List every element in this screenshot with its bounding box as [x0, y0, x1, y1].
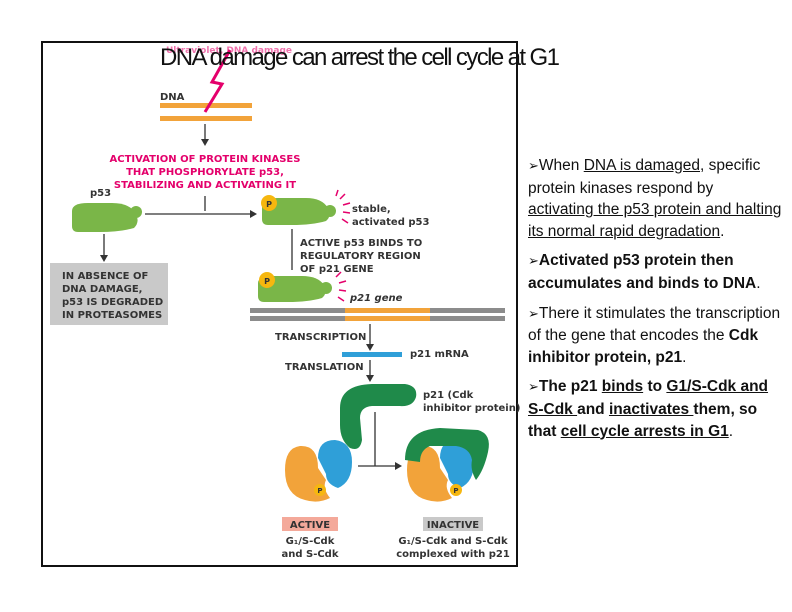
p53-protein — [72, 203, 142, 232]
bullet-arrow-icon: ➢ — [528, 306, 539, 322]
arrowhead-icon — [250, 210, 257, 218]
transcription-label: TRANSCRIPTION — [275, 332, 366, 343]
phospho-label: P — [266, 200, 272, 209]
active-badge — [282, 517, 338, 531]
bound-p53-protein — [258, 272, 332, 302]
active-desc-line1: G₁/S-Cdk — [286, 536, 335, 547]
p53-label: p53 — [90, 188, 111, 199]
p21-label-line2: inhibitor protein) — [423, 403, 520, 414]
p21-protein — [340, 384, 417, 449]
kinase-step-line1: ACTIVATION OF PROTEIN KINASES — [110, 154, 301, 165]
absence-line4: IN PROTEASOMES — [62, 310, 162, 321]
binding-line3: OF p21 GENE — [300, 264, 374, 275]
arrowhead-icon — [201, 139, 209, 146]
inactive-desc-line2: complexed with p21 — [396, 549, 510, 560]
binding-line2: REGULATORY REGION — [300, 251, 421, 262]
bullet-3: ➢There it stimulates the transcription o… — [528, 304, 781, 366]
gene-label: p21 gene — [349, 293, 403, 304]
inactive-badge — [423, 517, 483, 531]
activation-burst-icon — [335, 189, 351, 224]
bullet-1: ➢When DNA is damaged, specific protein k… — [528, 157, 782, 240]
mrna-label: p21 mRNA — [410, 349, 469, 360]
p21-gene-dna — [250, 308, 505, 321]
dna-label: DNA — [160, 92, 185, 103]
p21-mrna-strand — [342, 352, 402, 357]
active-phospho-label: P — [317, 487, 322, 495]
faint-caption: Ultraviolet, DNA damage — [166, 46, 292, 56]
inactive-cdk-complex — [405, 428, 489, 502]
bullet-2: ➢Activated p53 protein then accumulates … — [528, 252, 761, 292]
bullet-arrow-icon: ➢ — [528, 159, 539, 174]
binding-line1: ACTIVE p53 BINDS TO — [300, 238, 422, 249]
absence-line1: IN ABSENCE OF — [62, 271, 148, 282]
arrowhead-icon — [366, 375, 374, 382]
absence-line2: DNA DAMAGE, — [62, 284, 142, 295]
bullet-list: ➢When DNA is damaged, specific protein k… — [528, 155, 783, 450]
absence-line3: p53 IS DEGRADED — [62, 297, 163, 308]
damage-lightning-icon — [203, 49, 232, 113]
translation-label: TRANSLATION — [285, 362, 364, 373]
phospho-label-2: P — [264, 277, 270, 286]
kinase-step-line3: STABILIZING AND ACTIVATING IT — [114, 180, 296, 191]
kinase-step-line2: THAT PHOSPHORYLATE p53, — [126, 167, 284, 178]
active-badge-text: ACTIVE — [290, 520, 330, 531]
slide-title: DNA damage can arrest the cell cycle at … — [160, 44, 560, 71]
arrowhead-icon — [100, 255, 108, 262]
activation-burst-icon-2 — [335, 271, 347, 302]
active-desc-line2: and S-Cdk — [281, 549, 338, 560]
bullet-4: ➢The p21 binds to G1/S-Cdk and S-Cdk and… — [528, 378, 769, 440]
inactive-badge-text: INACTIVE — [427, 520, 479, 531]
arrowhead-icon — [395, 462, 402, 470]
arrowhead-icon — [366, 344, 374, 351]
bullet-arrow-icon: ➢ — [528, 380, 539, 396]
absence-box — [50, 263, 168, 325]
stable-label-line2: activated p53 — [352, 217, 429, 228]
figure-frame — [41, 41, 518, 567]
p21-label-line1: p21 (Cdk — [423, 390, 474, 401]
activated-p53-protein — [261, 195, 336, 225]
active-cdk-complex — [285, 440, 352, 502]
stable-label-line1: stable, — [352, 204, 391, 215]
inactive-desc-line1: G₁/S-Cdk and S-Cdk — [398, 536, 508, 547]
bullet-arrow-icon: ➢ — [528, 254, 539, 270]
inactive-phospho-label: P — [453, 487, 458, 495]
